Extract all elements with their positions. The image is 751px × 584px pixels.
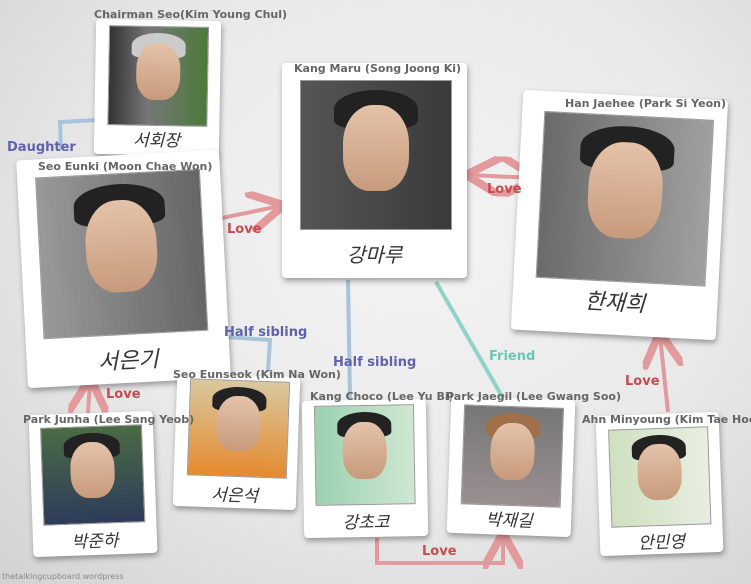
half-sibling-choco-line xyxy=(346,279,352,399)
love-choco-jaegil-line xyxy=(375,537,503,563)
watermark: thetalkingcupboard.wordpress xyxy=(2,572,124,581)
name-kang-maru: Kang Maru (Song Joong Ki) xyxy=(294,62,462,75)
love-junha-line xyxy=(88,382,90,413)
korean-name: 한재희 xyxy=(583,289,646,318)
label-love-eunki-maru: Love xyxy=(227,222,262,237)
card-seo-eunki[interactable]: 서은기 xyxy=(16,149,231,389)
name-ahn-minyoung: Ahn Minyoung (Kim Tae Hoon) xyxy=(582,413,751,426)
korean-name: 강초코 xyxy=(342,512,390,534)
name-kang-choco: Kang Choco (Lee Yu Bi) xyxy=(310,390,454,403)
name-chairman-seo: Chairman Seo(Kim Young Chul) xyxy=(94,8,288,21)
label-half-sibling-eunseok: Half sibling xyxy=(224,325,308,340)
photo-seo-eunki xyxy=(35,168,209,340)
name-park-junha: Park Junha (Lee Sang Yeob) xyxy=(23,413,195,426)
name-seo-eunseok: Seo Eunseok (Kim Na Won) xyxy=(173,368,341,381)
label-love-choco-jaegil: Love xyxy=(422,544,457,559)
photo-ahn-minyoung xyxy=(608,426,712,528)
korean-name: 강마루 xyxy=(346,243,403,267)
name-seo-eunki: Seo Eunki (Moon Chae Won) xyxy=(38,160,213,173)
photo-han-jaehee xyxy=(535,110,715,287)
card-chairman-seo[interactable]: 서회장 xyxy=(93,18,222,157)
card-kang-choco[interactable]: 강초코 xyxy=(301,398,429,539)
label-love-maru-jaehee: Love xyxy=(487,182,522,197)
photo-park-junha xyxy=(40,424,146,526)
card-park-junha[interactable]: 박준하 xyxy=(28,410,158,558)
photo-park-jaegil xyxy=(460,404,565,508)
photo-kang-maru xyxy=(300,80,452,230)
korean-name: 서회장 xyxy=(132,130,181,152)
name-park-jaegil: Park Jaegil (Lee Gwang Soo) xyxy=(446,390,621,403)
card-kang-maru[interactable]: 강마루 xyxy=(282,63,467,278)
love-minyoung-line xyxy=(660,336,668,413)
card-seo-eunseok[interactable]: 서은석 xyxy=(172,372,301,511)
photo-chairman-seo xyxy=(107,25,210,127)
label-love-minyoung: Love xyxy=(625,374,660,389)
photo-seo-eunseok xyxy=(186,378,291,479)
card-ahn-minyoung[interactable]: 안민영 xyxy=(595,411,724,557)
label-friend: Friend xyxy=(489,349,536,364)
card-park-jaegil[interactable]: 박재길 xyxy=(446,395,576,538)
label-daughter: Daughter xyxy=(7,140,76,155)
korean-name: 박준하 xyxy=(71,531,119,553)
label-love-junha: Love xyxy=(106,387,141,402)
label-half-sibling-choco: Half sibling xyxy=(333,355,417,370)
love-eunki-maru-line xyxy=(211,206,280,220)
photo-kang-choco xyxy=(313,404,416,506)
friend-line xyxy=(434,280,505,400)
daughter-line xyxy=(57,118,98,151)
card-han-jaehee[interactable]: 한재희 xyxy=(510,89,729,341)
korean-name: 서은석 xyxy=(210,485,259,507)
name-han-jaehee: Han Jaehee (Park Si Yeon) xyxy=(565,97,726,110)
korean-name: 박재길 xyxy=(485,510,533,532)
half-sibling-eunseok-line xyxy=(225,335,273,373)
korean-name: 안민영 xyxy=(637,532,686,554)
